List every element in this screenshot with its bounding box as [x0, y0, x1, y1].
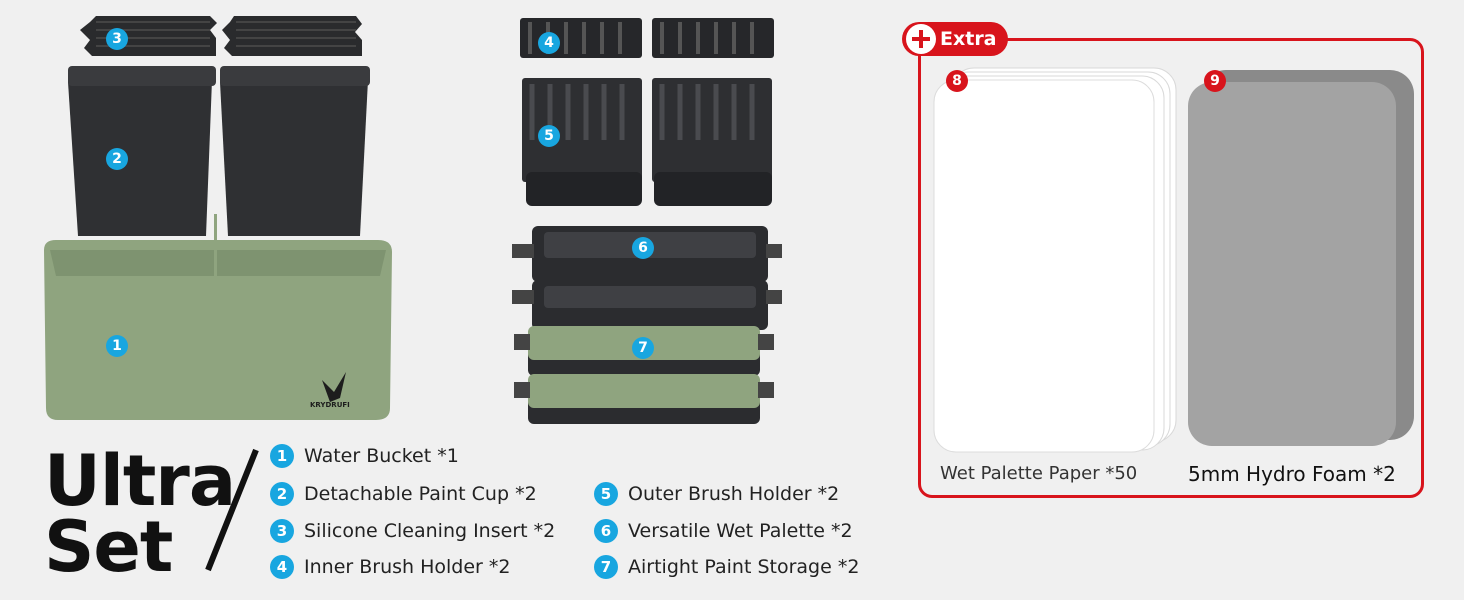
- legend-badge-2: 2: [270, 482, 294, 506]
- airtight-storage-bottom: [514, 374, 774, 424]
- legend-badge-1: 1: [270, 444, 294, 468]
- silicone-insert-left: [80, 16, 217, 56]
- legend-label-3: Silicone Cleaning Insert *2: [304, 520, 556, 542]
- legend-item-2: 2 Detachable Paint Cup *2: [270, 482, 537, 506]
- legend-badge-6: 6: [594, 519, 618, 543]
- badge-7: 7: [632, 337, 654, 359]
- legend-item-4: 4 Inner Brush Holder *2: [270, 555, 510, 579]
- badge-1: 1: [106, 335, 128, 357]
- legend-item-7: 7 Airtight Paint Storage *2: [594, 555, 859, 579]
- legend-label-2: Detachable Paint Cup *2: [304, 483, 537, 505]
- badge-3: 3: [106, 28, 128, 50]
- legend-badge-7: 7: [594, 555, 618, 579]
- wet-palette-paper-stack: [933, 67, 1177, 453]
- inner-brush-holder-right: [652, 18, 774, 58]
- legend-item-3: 3 Silicone Cleaning Insert *2: [270, 519, 555, 543]
- legend-item-1: 1 Water Bucket *1: [270, 444, 459, 468]
- legend-label-7: Airtight Paint Storage *2: [628, 556, 860, 578]
- title-ultra: Ultra: [44, 440, 236, 522]
- paint-cup-left: [68, 66, 216, 236]
- badge-8: 8: [946, 70, 968, 92]
- silicone-insert-right: [222, 16, 362, 56]
- badge-9: 9: [1204, 70, 1226, 92]
- legend-badge-3: 3: [270, 519, 294, 543]
- badge-5: 5: [538, 125, 560, 147]
- legend-item-5: 5 Outer Brush Holder *2: [594, 482, 839, 506]
- hydro-foam-stack: [1188, 70, 1414, 446]
- paint-cup-right: [220, 66, 370, 236]
- title-slash: [205, 448, 259, 572]
- legend-label-6: Versatile Wet Palette *2: [628, 520, 853, 542]
- product-illustration: KRYDRUFI: [44, 16, 782, 424]
- wet-palette-paper-caption: Wet Palette Paper *50: [940, 463, 1138, 484]
- outer-brush-holder-left: [522, 78, 642, 206]
- badge-4: 4: [538, 32, 560, 54]
- plus-icon: [906, 24, 936, 54]
- brand-logo: KRYDRUFI: [310, 401, 350, 409]
- airtight-storage-top: [514, 326, 774, 376]
- extra-box: [918, 38, 1424, 498]
- wet-palette-bottom: [512, 280, 782, 330]
- outer-brush-holder-right: [652, 78, 772, 206]
- badge-2: 2: [106, 148, 128, 170]
- legend-label-1: Water Bucket *1: [304, 445, 459, 467]
- legend-badge-4: 4: [270, 555, 294, 579]
- legend-label-4: Inner Brush Holder *2: [304, 556, 511, 578]
- legend-item-6: 6 Versatile Wet Palette *2: [594, 519, 853, 543]
- badge-6: 6: [632, 237, 654, 259]
- hydro-foam-caption: 5mm Hydro Foam *2: [1188, 462, 1396, 486]
- legend-badge-5: 5: [594, 482, 618, 506]
- water-bucket: KRYDRUFI: [44, 214, 392, 420]
- legend-label-5: Outer Brush Holder *2: [628, 483, 840, 505]
- title-set: Set: [44, 506, 173, 588]
